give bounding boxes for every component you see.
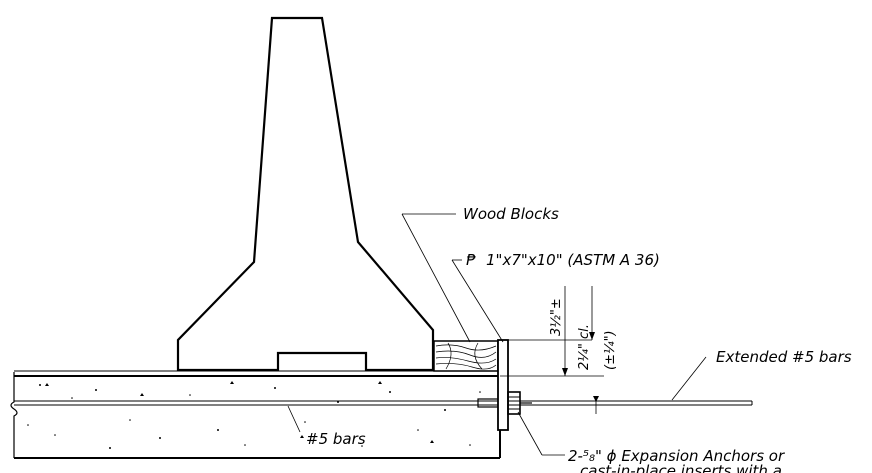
label-wood-blocks: Wood Blocks [463,205,559,223]
extended-bar [14,398,753,408]
wood-block [433,340,499,372]
dim-label-c: (±¼") [603,330,618,370]
label-anchors-line2: cast-in-place inserts with a [580,462,782,473]
label-anchors-line1: 2-⁵₈" ϕ Expansion Anchors or [568,447,785,465]
label-plate: 1"x7"x10" (ASTM A 36) [486,251,660,269]
concrete-barrier [176,16,435,372]
steel-plate [497,339,509,431]
leader-lines [287,213,707,456]
label-extended-bars: Extended #5 bars [716,348,852,366]
label-plate-symbol: ₱ [466,251,476,269]
dim-label-a: 3½"± [549,298,564,336]
concrete-aggregate [27,381,481,449]
dimension-lines [500,286,604,414]
expansion-anchor [507,391,532,415]
dim-label-b: 2¼" cl. [577,324,592,370]
label-bars: #5 bars [306,430,366,448]
deck-slab [10,370,501,459]
